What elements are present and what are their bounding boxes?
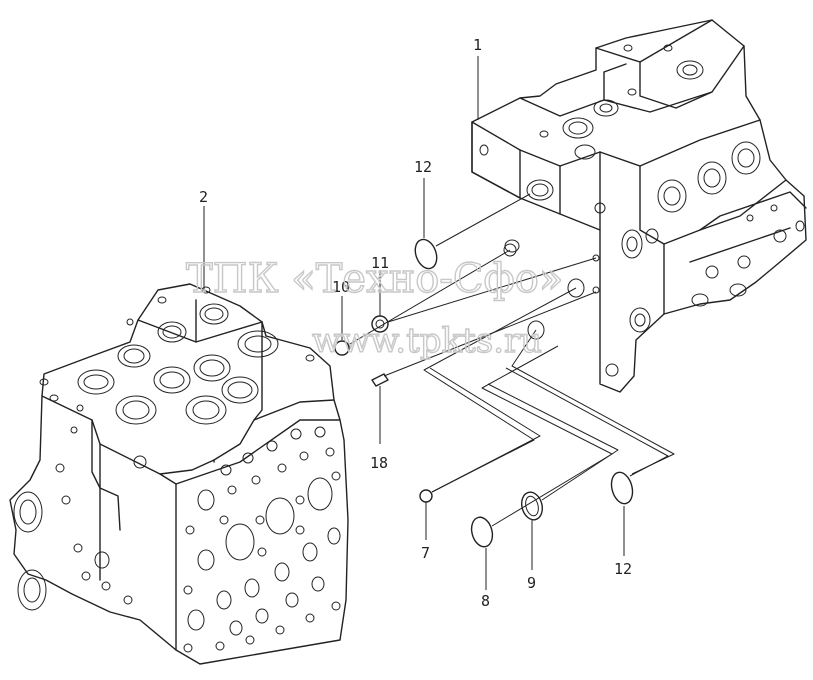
callout-11: 11 [371,254,389,272]
plug-18 [371,373,389,387]
callout-10: 10 [332,278,350,296]
valve-block-1 [471,19,807,393]
watermark: ТПК «Техно-Сфо» www.tpkts.ru [185,255,564,361]
valve-block-2 [9,283,349,665]
watermark-url: www.tpkts.ru [312,321,542,361]
callout-8: 8 [481,592,490,610]
o-ring-12-lower [610,471,634,505]
o-ring-8 [470,516,494,548]
callout-2: 2 [199,188,208,206]
callout-9: 9 [527,574,536,592]
o-ring-7 [419,489,433,503]
callout-12-upper: 12 [414,158,432,176]
callout-labels: 1 2 12 10 11 18 7 8 9 12 [199,36,632,610]
seals [334,238,634,548]
callout-1: 1 [473,36,482,54]
o-ring-12-upper [414,238,438,270]
watermark-company: ТПК «Техно-Сфо» [186,256,563,302]
backup-ring-9 [520,491,544,521]
leader-lines [203,56,675,590]
callout-18: 18 [370,454,388,472]
callout-7: 7 [421,544,430,562]
callout-12-lower: 12 [614,560,632,578]
o-ring-10 [334,340,350,356]
